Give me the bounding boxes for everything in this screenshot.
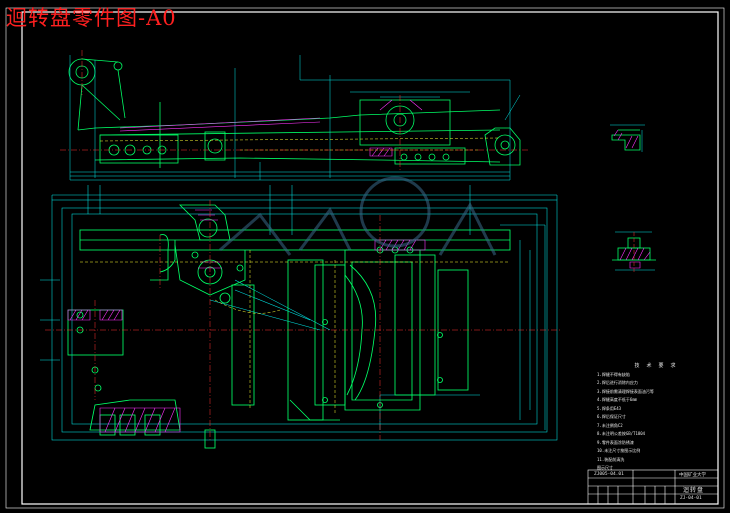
section-detail-b (612, 231, 656, 272)
drawing-title: 迴转盘零件图-A0 (6, 6, 177, 30)
technical-note-line: 10.未注尺寸按图示比例 (597, 448, 641, 453)
technical-note-line: 4.焊缝高度不低于6mm (597, 397, 638, 402)
watermark-logo (219, 176, 497, 256)
title-block-drawing-number: ZJ-04-01 (680, 496, 702, 501)
technical-note-line: 2.焊后进行消除内应力 (597, 380, 638, 385)
section-detail-a (610, 124, 645, 152)
technical-note-line: 9.零件表面涂防锈漆 (597, 439, 634, 445)
title-block-part-name: 迴转盘 (683, 487, 705, 494)
technical-note-line: 1.焊缝不得有缺陷 (597, 371, 630, 377)
technical-note-line: 图示尺寸 (597, 465, 613, 470)
technical-note-line: 3.焊接前需清理焊接表面油污等 (597, 388, 654, 394)
technical-note-line: 5.焊条用E43 (597, 405, 622, 411)
drawing-frame (5, 7, 725, 509)
top-elevation-view (60, 50, 530, 181)
title-block-code: ZJ005-04.01 (594, 472, 624, 477)
technical-note-line: 8.未注明公差按GB/T1804 (597, 431, 646, 436)
technical-note-line: 6.焊后保证尺寸 (597, 414, 626, 419)
technical-note-line: 7.未注倒角C2 (597, 422, 623, 428)
title-block (587, 469, 719, 505)
technical-note-line: 11.装配前清洗 (597, 456, 625, 462)
technical-notes-heading: 技 术 要 求 (634, 363, 678, 369)
title-block-school: 中国矿业大学 (679, 473, 706, 478)
technical-notes: 技 术 要 求 1.焊缝不得有缺陷 2.焊后进行消除内应力 3.焊接前需清理焊接… (597, 362, 715, 473)
